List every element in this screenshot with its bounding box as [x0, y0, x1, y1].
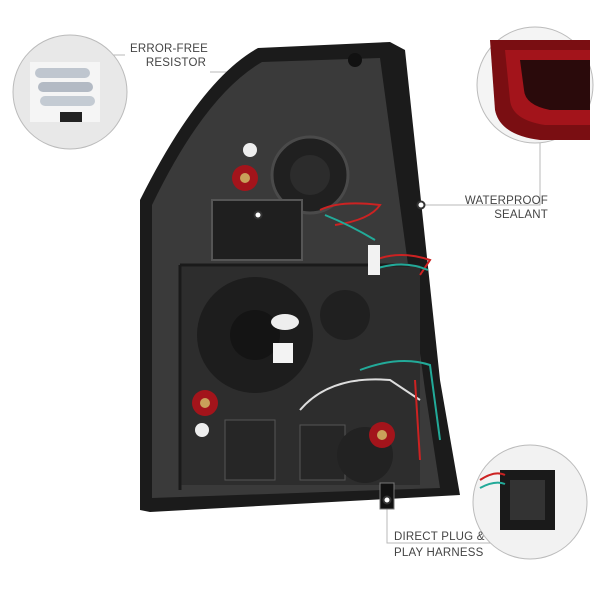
- callout-line-2: RESISTOR: [145, 57, 207, 69]
- wiring: [299, 202, 441, 461]
- callout-dots: [253, 200, 426, 505]
- callout-line-1: DIRECT PLUG &: [394, 531, 485, 543]
- callout-resistor-label: ERROR-FREE RESISTOR: [130, 42, 208, 70]
- inset-harness: [472, 444, 588, 560]
- callout-sealant-label: WATERPROOF SEALANT: [452, 194, 548, 222]
- mounting-studs: [192, 165, 395, 448]
- tail-light-housing: [140, 42, 460, 512]
- callout-line-2: PLAY HARNESS: [394, 547, 484, 559]
- callout-line-2: SEALANT: [494, 209, 548, 221]
- callout-line-1: ERROR-FREE: [130, 43, 209, 55]
- callout-line-1: WATERPROOF: [464, 195, 548, 207]
- callout-harness-label: DIRECT PLUG & PLAY HARNESS: [394, 530, 485, 560]
- inset-resistor: [12, 34, 128, 150]
- inset-sealant: [476, 26, 594, 144]
